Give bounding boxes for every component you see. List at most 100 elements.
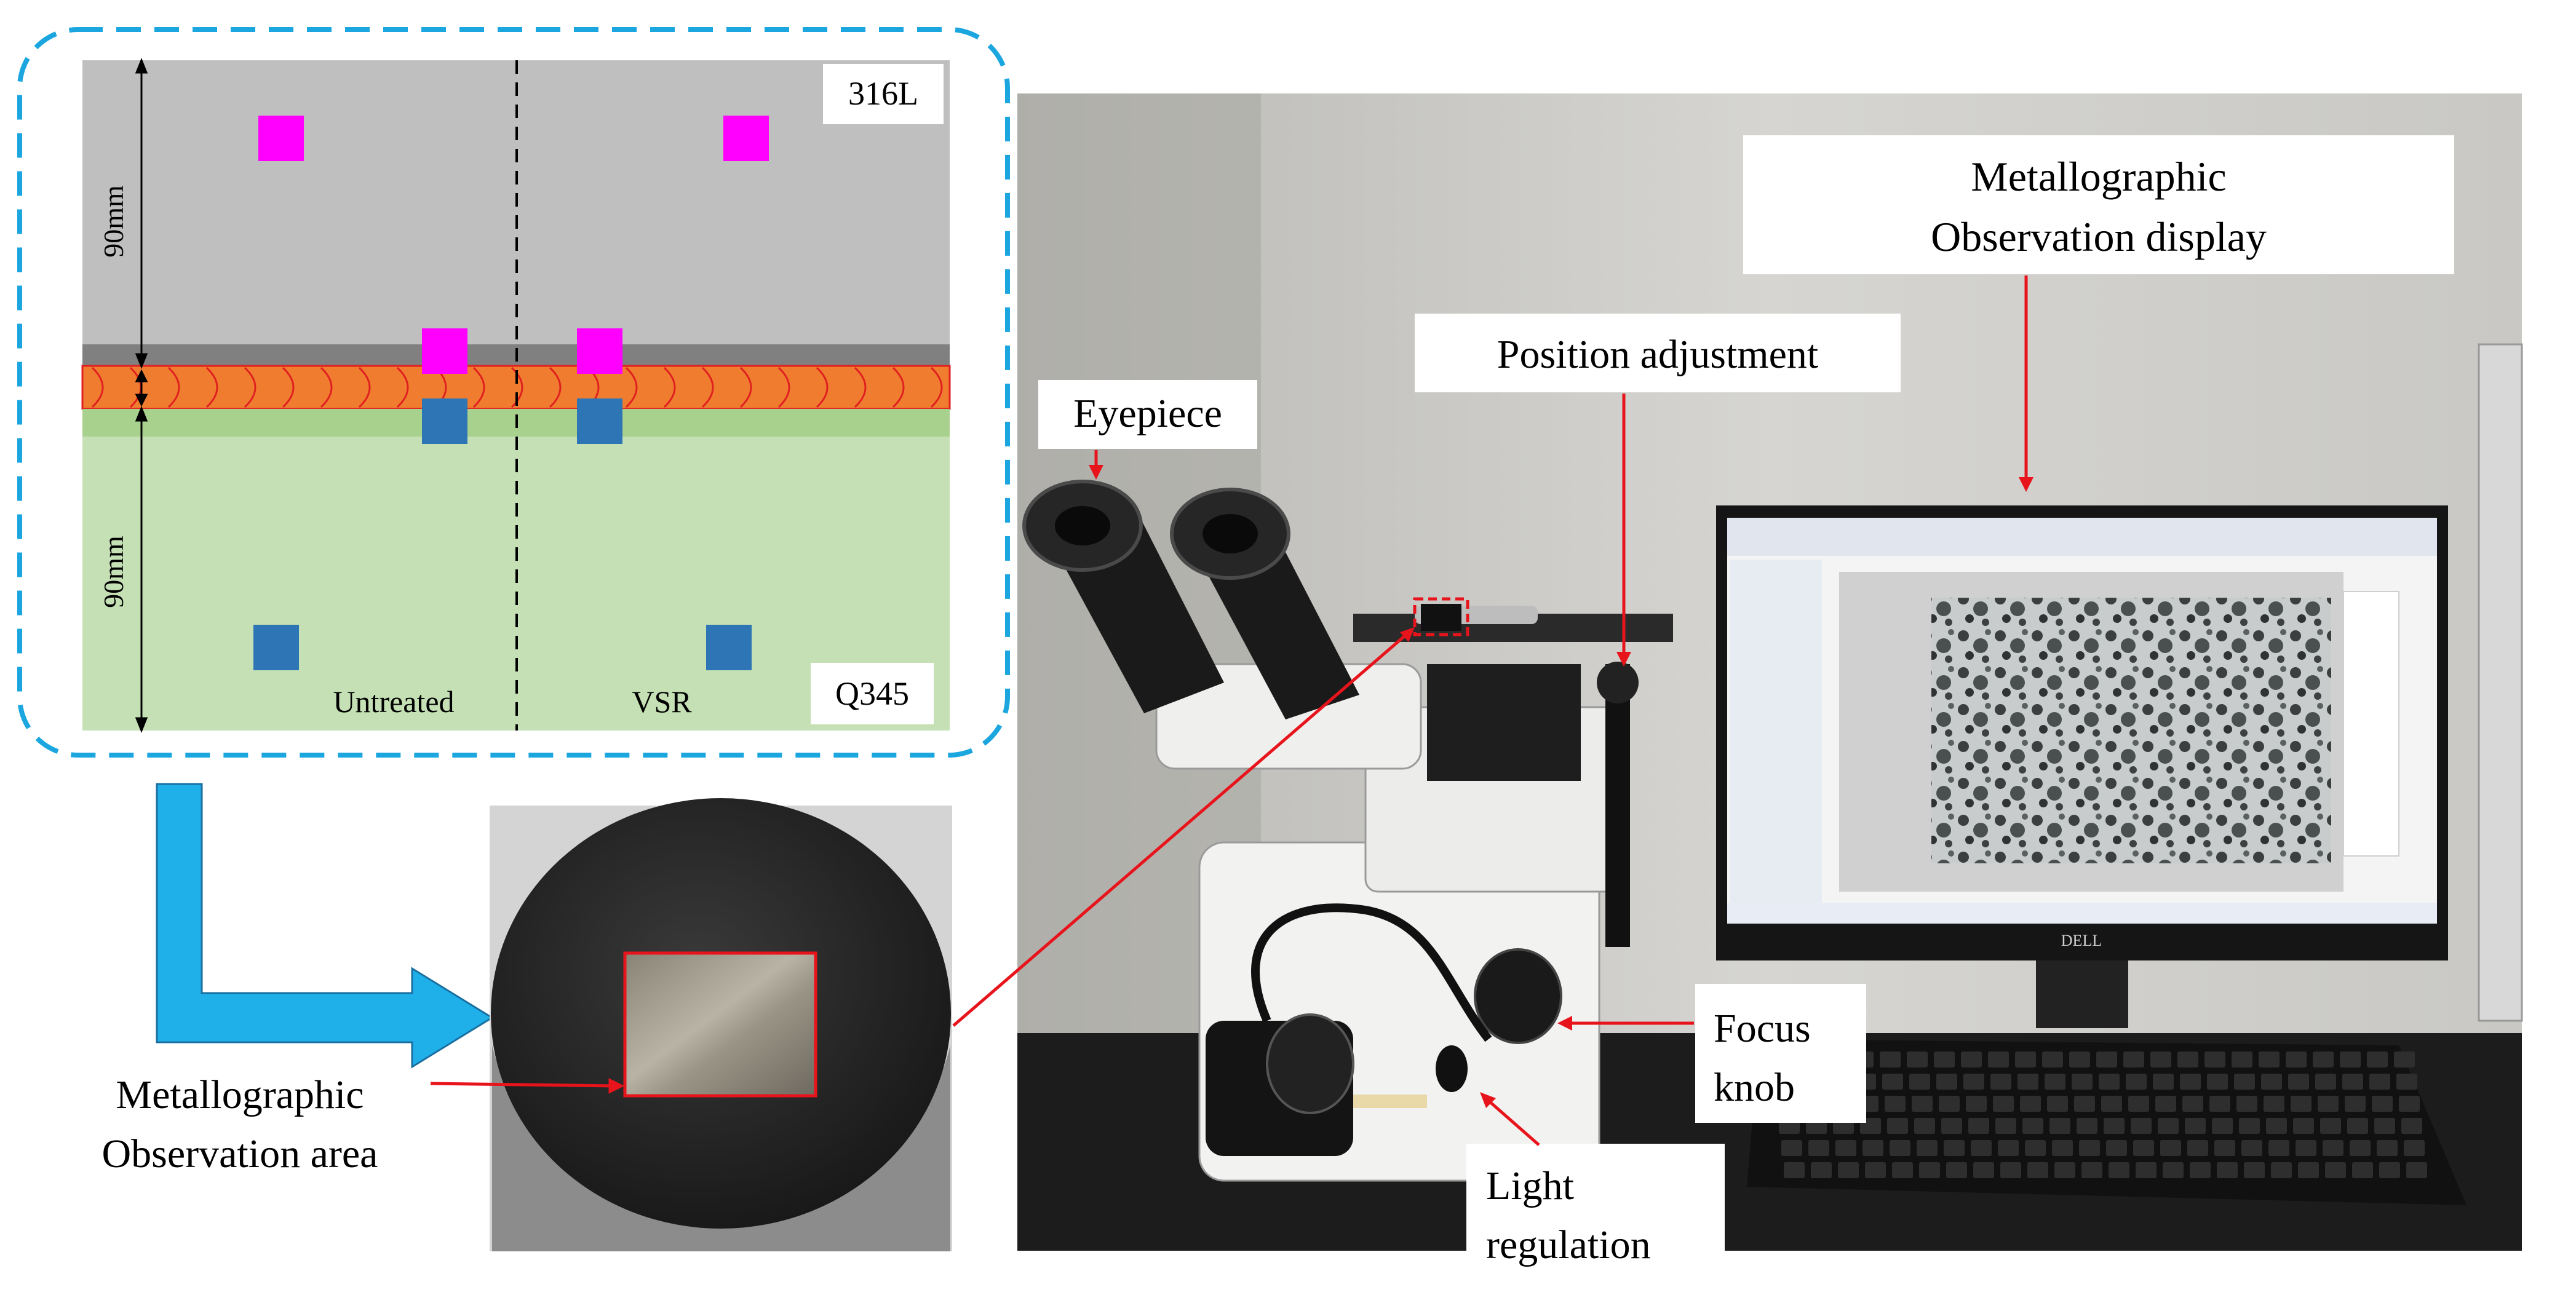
microscope-arm: [1427, 664, 1581, 781]
focus-label-box: [1695, 984, 1866, 1123]
keyboard-key: [2340, 1051, 2361, 1067]
keyboard-key: [2180, 1074, 2201, 1090]
keyboard-key: [1808, 1140, 1829, 1156]
keyboard-key: [1941, 1118, 1962, 1134]
right-equipment: [2478, 343, 2523, 1022]
keyboard-key: [2264, 1096, 2284, 1112]
keyboard-key: [1865, 1162, 1886, 1178]
weld-bead-arc: [167, 366, 180, 408]
camera-cable: [1251, 903, 1492, 1042]
weld-bead-arc: [396, 366, 409, 408]
position-adjustment-shaft: [1605, 664, 1630, 947]
callouts: Eyepiece Position adjustment Metallograp…: [952, 135, 2454, 1291]
keyboard-key: [2318, 1096, 2339, 1112]
keyboard-key: [2323, 1140, 2343, 1156]
keyboard-key: [2077, 1118, 2097, 1134]
screen-right-panel: [2343, 591, 2399, 857]
keyboard-key: [2022, 1118, 2043, 1134]
keyboard-key: [1887, 1118, 1908, 1134]
material-label-316L: 316L: [848, 75, 918, 112]
keyboard-key: [1912, 1096, 1933, 1112]
specimen-to-stage-line: [952, 635, 1406, 1027]
keyboard-key: [1934, 1051, 1955, 1067]
keyboard-key: [1892, 1162, 1913, 1178]
keyboard-key: [1811, 1162, 1832, 1178]
keyboard-key: [2241, 1140, 2262, 1156]
keyboard-key: [2212, 1118, 2233, 1134]
keyboard-key: [2342, 1074, 2363, 1090]
weld-bead-arc: [205, 366, 218, 408]
keyboard-key: [2027, 1162, 2048, 1178]
keyboard-key: [2177, 1051, 2198, 1067]
keyboard-key: [2163, 1162, 2184, 1178]
keyboard-key: [2352, 1162, 2373, 1178]
weld-schematic: 90mm 90mm 316L Q345 Untreated VSR: [17, 27, 1010, 758]
keyboard-key: [2160, 1140, 2181, 1156]
keyboard-key: [2128, 1096, 2149, 1112]
keyboard-key: [2315, 1074, 2336, 1090]
display-label-line2: Observation display: [1931, 213, 2267, 260]
keyboard-key: [2298, 1162, 2319, 1178]
material-label-Q345: Q345: [835, 675, 909, 712]
light-label-box: [1466, 1144, 1725, 1291]
keyboard-key: [2313, 1051, 2334, 1067]
keyboard-key: [2209, 1096, 2230, 1112]
keyboard-key: [2266, 1118, 2287, 1134]
keyboard-key: [2131, 1118, 2152, 1134]
keyboard-key: [2293, 1118, 2314, 1134]
display-label-line1: Metallographic: [1971, 153, 2226, 200]
keyboard-key: [1961, 1051, 1982, 1067]
keyboard-key: [2401, 1118, 2422, 1134]
zone-label-vsr: VSR: [632, 684, 692, 719]
display-label-box: [1743, 135, 2454, 274]
specimen-surface: [626, 954, 814, 1095]
keyboard-key: [2109, 1162, 2129, 1178]
keyboard-key: [2072, 1074, 2093, 1090]
keyboard-key: [2217, 1162, 2238, 1178]
keyboard-key: [1968, 1118, 1989, 1134]
keyboard-key: [1993, 1096, 2014, 1112]
keyboard-key: [2374, 1118, 2395, 1134]
keyboard-key: [2155, 1096, 2176, 1112]
keyboard-key: [1973, 1162, 1994, 1178]
keyboard-key: [2232, 1051, 2252, 1067]
stage-slot-highlight: [1413, 597, 1469, 636]
keyboard-key: [2404, 1140, 2425, 1156]
sample-point-weld-bottom-left: [422, 398, 467, 444]
weld-bead-arc: [549, 366, 562, 408]
keyboard-key: [2372, 1096, 2393, 1112]
keyboard-key: [2074, 1096, 2095, 1112]
eyepiece-tubes: [1022, 480, 1359, 719]
weld-bead-arc: [282, 366, 295, 408]
weld-bead-arc: [244, 366, 256, 408]
keyboard-key: [2369, 1074, 2390, 1090]
keyboard-key: [1988, 1051, 2009, 1067]
weld-bead-arc: [320, 366, 333, 408]
keyboard-key: [2396, 1074, 2417, 1090]
keyboard-key: [2158, 1118, 2179, 1134]
material-box-Q345: [811, 663, 934, 724]
observation-area-label-line1: Metallographic: [116, 1072, 364, 1117]
focus-label-line1: Focus: [1714, 1006, 1811, 1051]
keyboard-key: [1890, 1140, 1910, 1156]
keyboard-key: [2133, 1140, 2154, 1156]
keyboard-key: [2296, 1140, 2316, 1156]
keyboard-key: [1880, 1051, 1901, 1067]
observation-area-outline: [623, 951, 817, 1098]
light-regulation-knob: [1436, 1045, 1468, 1092]
keyboard-key: [2261, 1074, 2282, 1090]
weld-bead-arc: [472, 366, 485, 408]
keyboard-key: [2259, 1051, 2280, 1067]
weld-bead-arc: [892, 366, 905, 408]
eyepiece-label: Eyepiece: [1073, 391, 1222, 436]
keyboard-key: [2345, 1096, 2366, 1112]
observation-area-label-line2: Observation area: [102, 1131, 378, 1176]
keyboard-key: [1966, 1096, 1987, 1112]
keyboard-key: [1909, 1074, 1930, 1090]
keyboard-key: [2015, 1051, 2036, 1067]
keyboard-key: [2081, 1162, 2102, 1178]
keyboard-key: [2288, 1074, 2309, 1090]
keyboard-key: [2185, 1118, 2206, 1134]
weld-bead-arc: [701, 366, 714, 408]
